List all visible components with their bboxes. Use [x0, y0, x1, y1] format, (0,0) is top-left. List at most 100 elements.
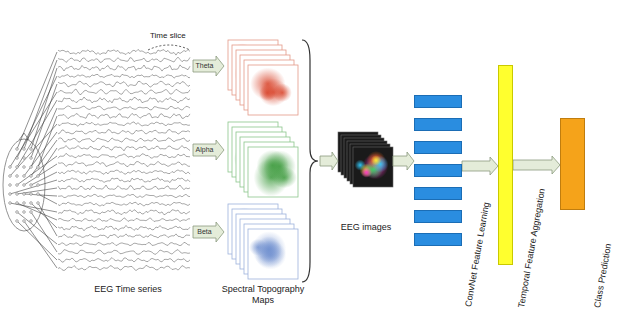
band-label: Alpha	[195, 146, 215, 154]
power-blob	[257, 150, 289, 181]
node-label: ConvNet Feature Learning	[464, 202, 491, 308]
electrode-lead	[17, 156, 57, 185]
electrode	[23, 166, 26, 169]
eeg-trace	[58, 97, 190, 103]
electrode-lead	[24, 194, 57, 196]
electrode	[16, 202, 19, 205]
eeg-trace	[58, 265, 190, 270]
electrode-lead	[10, 180, 57, 194]
block-arrow	[513, 156, 560, 174]
block-arrow	[193, 56, 224, 76]
eeg-trace	[58, 242, 190, 245]
node-label: Temporal Feature Aggregation	[517, 188, 547, 309]
prediction-bar: Class Prediction	[560, 118, 585, 210]
feature-map-bar	[414, 187, 462, 200]
eeg-trace	[58, 113, 190, 118]
electrode-lead	[17, 221, 57, 260]
electrode	[9, 202, 12, 205]
electrode-lead	[17, 203, 57, 220]
electrode	[30, 157, 33, 160]
electrode-lead	[31, 212, 57, 252]
electrode	[37, 202, 40, 205]
eeg-trace	[58, 138, 190, 142]
image-blob	[371, 155, 382, 166]
annotation-label: Time slice	[150, 31, 186, 40]
eeg-trace	[58, 57, 190, 62]
band-label: Beta	[196, 228, 212, 236]
eeg-trace	[58, 234, 190, 238]
eeg-trace	[58, 146, 190, 151]
eeg-trace	[58, 65, 190, 71]
node-label: EEG Time series	[68, 284, 188, 295]
electrode-lead	[24, 60, 57, 149]
feature-map-bar	[414, 164, 462, 177]
electrode	[16, 193, 19, 196]
electrode-lead	[31, 84, 57, 158]
feature-map-bar	[414, 118, 462, 131]
eeg-trace	[58, 225, 190, 230]
eeg-trace	[58, 194, 190, 198]
electrode	[30, 220, 33, 223]
electrode	[37, 184, 40, 187]
eeg-image-stack: EEG images	[338, 132, 393, 187]
node-label: Spectral Topography Maps	[213, 284, 313, 306]
time-slice-bracket	[148, 45, 190, 50]
electrode	[30, 193, 33, 196]
electrode	[37, 166, 40, 169]
electrode	[30, 166, 33, 169]
electrode	[23, 157, 26, 160]
power-blob	[252, 231, 286, 267]
topography-map	[248, 65, 298, 115]
electrode-lead	[10, 92, 57, 167]
eeg-image	[353, 147, 393, 187]
block-arrow	[193, 140, 224, 160]
electrode	[16, 175, 19, 178]
electrode	[23, 202, 26, 205]
electrode-lead	[31, 203, 57, 228]
eeg-trace	[58, 161, 190, 166]
feature-map-bar	[414, 141, 462, 154]
node-label: Class Prediction	[593, 243, 613, 309]
electrode	[16, 166, 19, 169]
electrode	[37, 193, 40, 196]
block-arrow	[462, 157, 498, 175]
block-arrow	[393, 152, 414, 170]
electrode	[23, 220, 26, 223]
electrode-lead	[31, 172, 57, 185]
convnet-layers: ConvNet Feature Learning	[414, 95, 462, 246]
topography-map	[248, 147, 298, 197]
node-label: EEG images	[326, 222, 406, 233]
aggregation-bar: Temporal Feature Aggregation	[498, 65, 513, 265]
electrode-lead	[17, 76, 57, 158]
eeg-trace	[58, 122, 190, 126]
electrode-lead	[24, 164, 57, 185]
electrode-lead	[38, 194, 57, 204]
eeg-trace	[58, 218, 190, 222]
eeg-trace	[58, 170, 190, 174]
eeg-trace	[58, 258, 190, 263]
head-outline	[3, 139, 45, 231]
eeg-trace	[58, 178, 190, 183]
image-blob	[361, 167, 372, 178]
feature-map-bar	[414, 210, 462, 223]
electrode	[16, 148, 19, 151]
electrode-lead	[24, 221, 57, 268]
electrode-lead	[31, 140, 57, 176]
electrode	[9, 184, 12, 187]
eeg-trace	[58, 49, 190, 55]
feature-map-bar	[414, 95, 462, 108]
eeg-trace	[58, 106, 190, 110]
electrode	[23, 184, 26, 187]
electrode	[37, 175, 40, 178]
power-blob	[273, 83, 292, 102]
electrode	[9, 166, 12, 169]
eeg-timeseries-panel: EEG Time series	[2, 30, 193, 278]
electrode	[16, 220, 19, 223]
spectral-maps-group: Spectral Topography Maps	[224, 38, 320, 282]
eeg-trace	[58, 130, 190, 135]
electrode	[23, 148, 26, 151]
electrode	[16, 157, 19, 160]
electrode	[30, 184, 33, 187]
eeg-trace	[58, 185, 190, 190]
